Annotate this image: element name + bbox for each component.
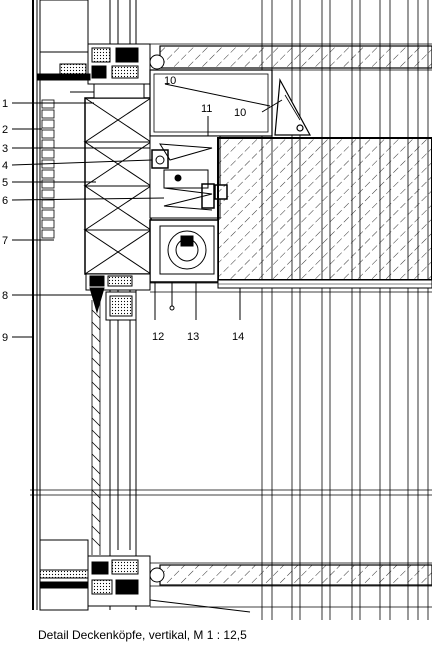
top-profile-node bbox=[37, 43, 165, 85]
callout-7: 7 bbox=[2, 235, 8, 247]
callout-14: 14 bbox=[232, 331, 244, 343]
callout-9: 9 bbox=[2, 332, 8, 344]
callout-4: 4 bbox=[2, 160, 8, 172]
callout-2: 2 bbox=[2, 124, 8, 136]
upper-slab-band bbox=[159, 45, 432, 69]
bottom-profile-node bbox=[39, 555, 251, 613]
callout-10-left: 10 bbox=[164, 75, 176, 87]
spandrel-insulation bbox=[70, 83, 153, 275]
section-drawing: 1 2 3 4 5 6 7 8 9 10 10 11 12 13 14 bbox=[2, 0, 432, 620]
callout-3: 3 bbox=[2, 143, 8, 155]
slat-blind bbox=[91, 300, 101, 555]
callout-11: 11 bbox=[201, 103, 212, 115]
roller-blind-box bbox=[149, 219, 219, 311]
blind-box bbox=[149, 69, 312, 137]
callout-13: 13 bbox=[187, 331, 199, 343]
callouts: 1 2 3 4 5 6 7 8 9 10 10 11 12 13 14 bbox=[2, 75, 246, 344]
soffit-strip bbox=[217, 279, 432, 289]
callout-6: 6 bbox=[2, 195, 8, 207]
fixing-mechanism bbox=[149, 135, 228, 219]
lower-slab-band bbox=[159, 564, 432, 586]
sunshade-cells bbox=[41, 99, 55, 239]
concrete-slab bbox=[217, 137, 432, 281]
callout-12: 12 bbox=[152, 331, 164, 343]
callout-10-right: 10 bbox=[234, 107, 246, 119]
drawing-caption: Detail Deckenköpfe, vertikal, M 1 : 12,5 bbox=[38, 628, 247, 642]
callout-8: 8 bbox=[2, 290, 8, 302]
leader-lines bbox=[11, 83, 283, 338]
callout-5: 5 bbox=[2, 177, 8, 189]
callout-1: 1 bbox=[2, 98, 8, 110]
lower-transom-node bbox=[85, 273, 151, 321]
